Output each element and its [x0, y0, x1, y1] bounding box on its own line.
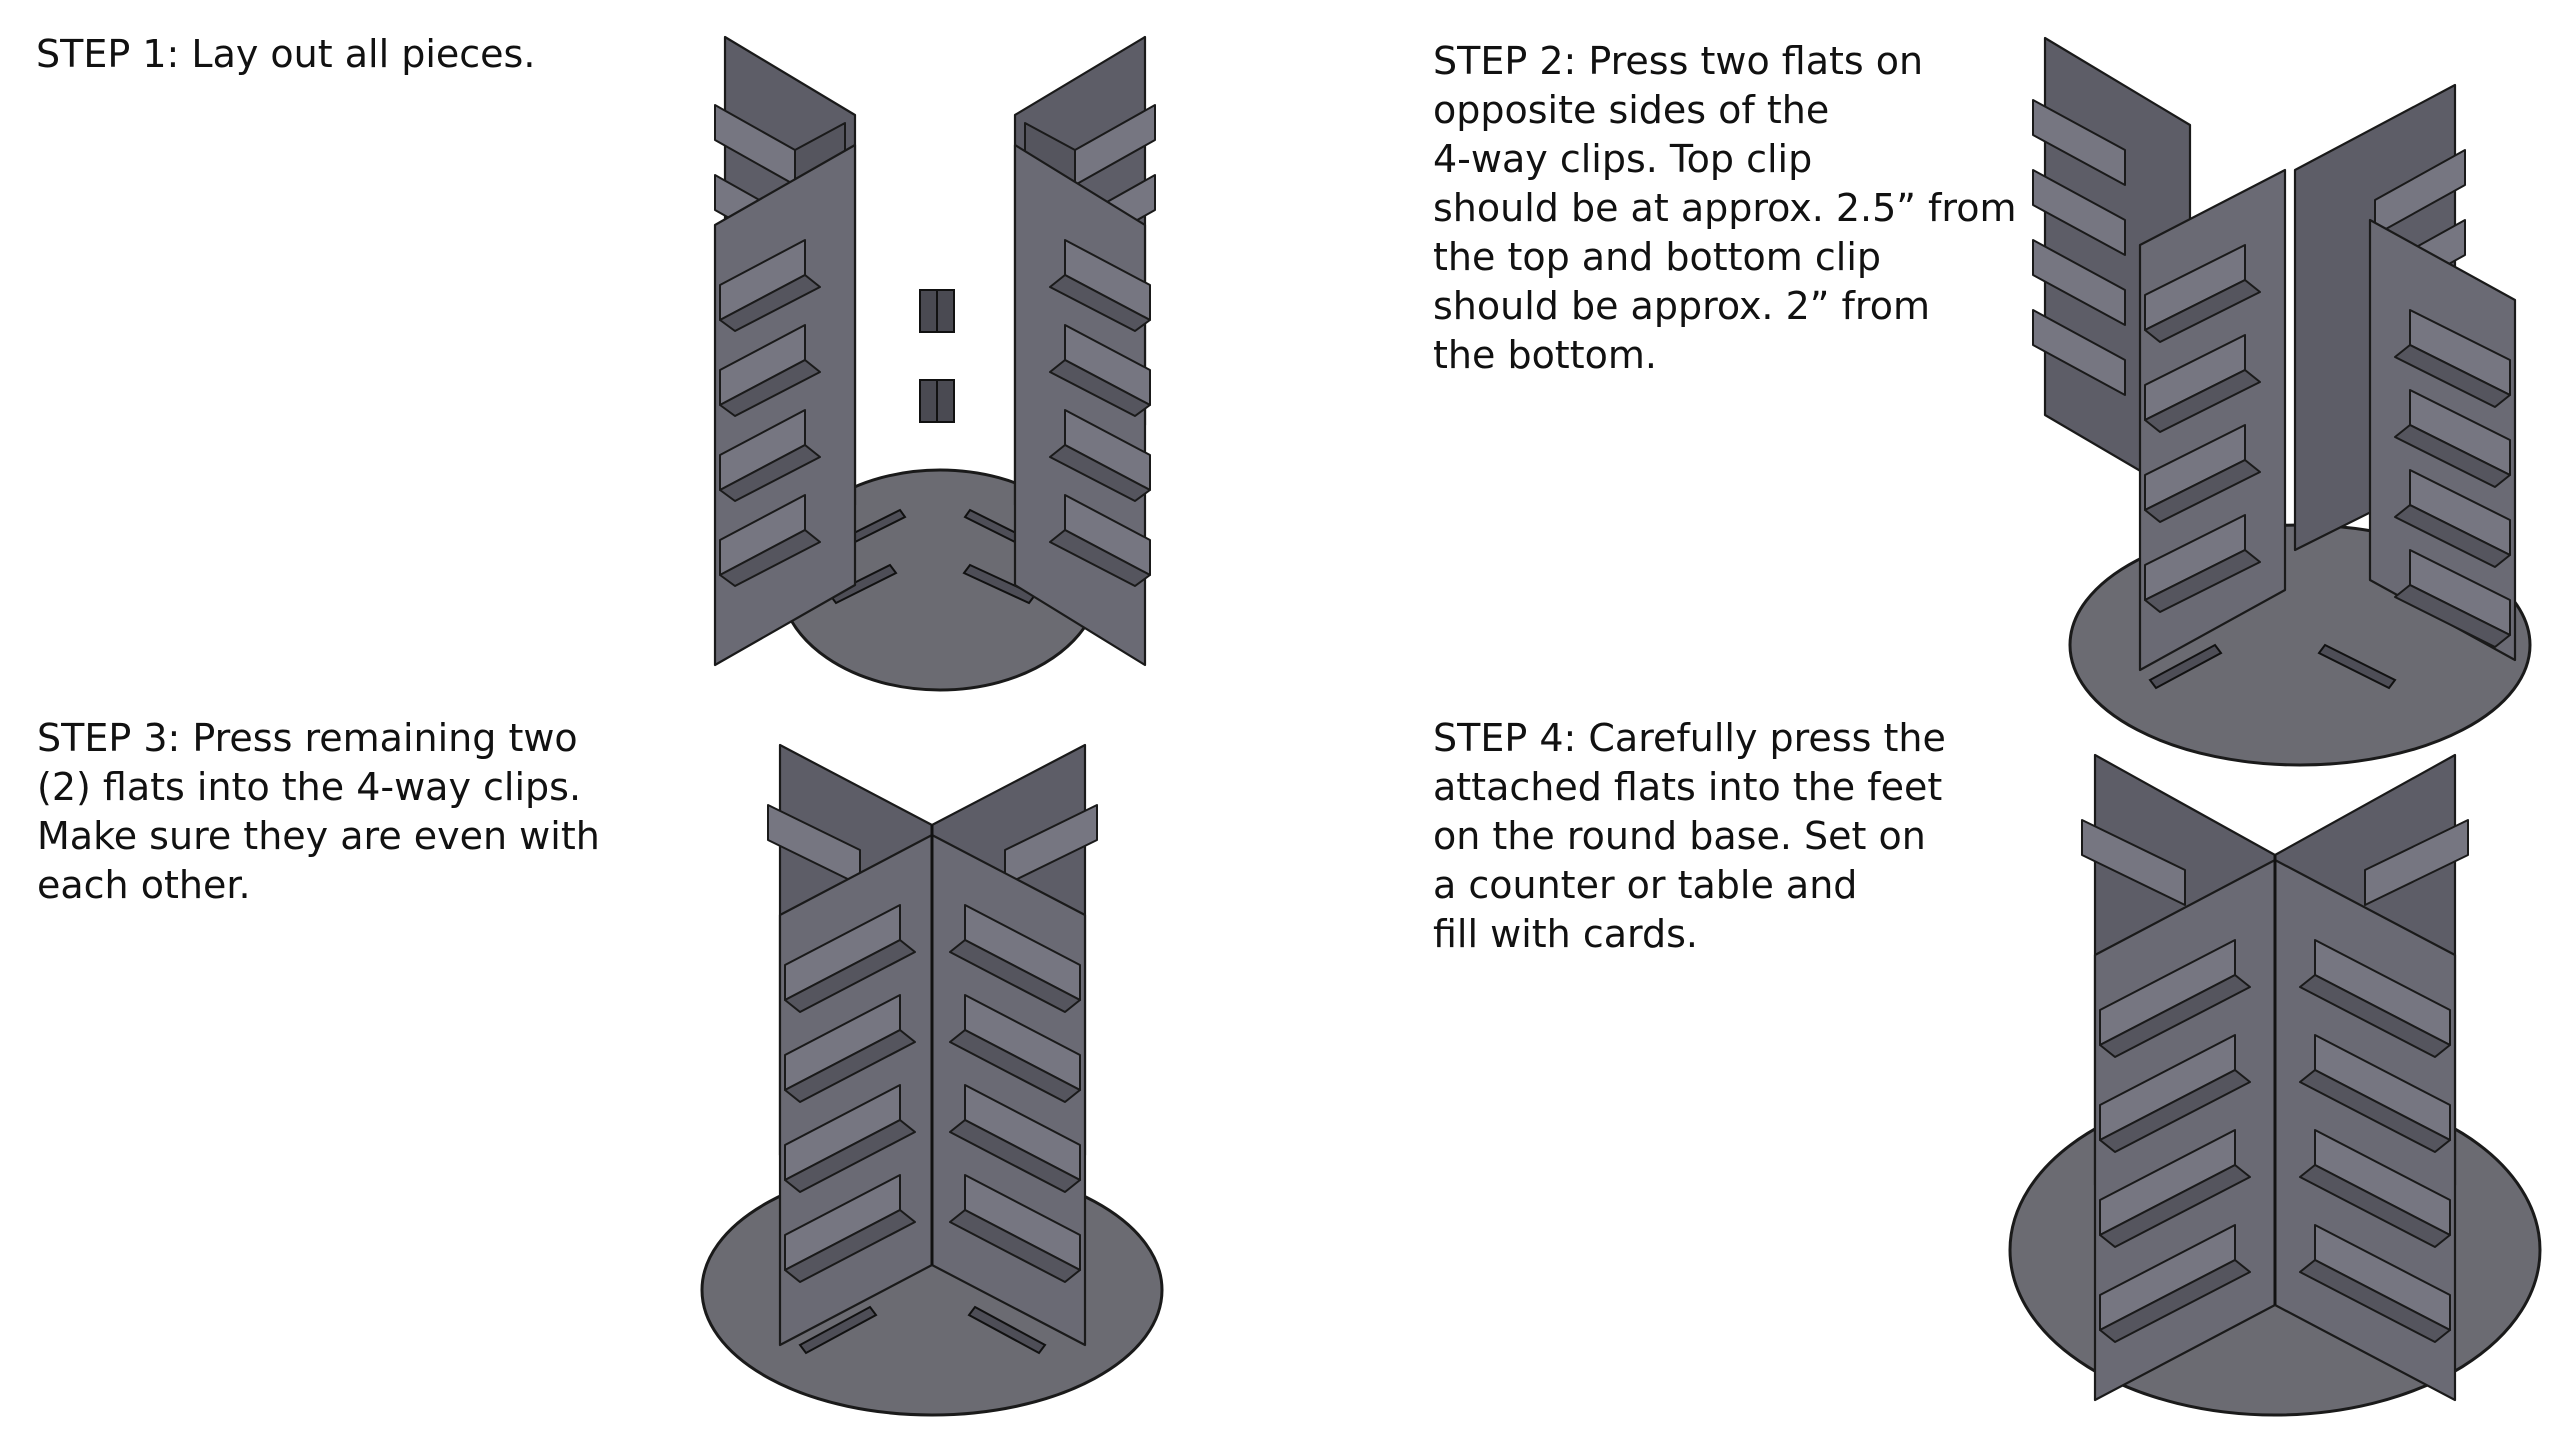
step-1-instruction: STEP 1: Lay out all pieces. [36, 32, 536, 76]
base-foot [2148, 643, 2397, 690]
step-4-illustration [2008, 753, 2542, 1417]
step-3-illustration [700, 743, 1164, 1417]
step-1-illustration [713, 35, 1156, 692]
flat-panel [2093, 858, 2277, 1402]
flat-panel [778, 833, 934, 1347]
four-way-clip [919, 379, 955, 423]
flat-panel [713, 143, 857, 667]
flat-panel [2273, 858, 2457, 1402]
step-3-instruction: STEP 3: Press remaining two (2) flats in… [37, 716, 600, 907]
step-2-illustration [2032, 36, 2532, 767]
base-foot [828, 508, 1037, 605]
step-2-instruction: STEP 2: Press two flats on opposite side… [1433, 39, 2017, 377]
flat-panel [2368, 218, 2517, 662]
step-4-instruction: STEP 4: Carefully press the attached fla… [1433, 716, 1946, 956]
base-foot [798, 1305, 1047, 1355]
four-way-clip [919, 289, 955, 333]
flat-panel [2138, 168, 2287, 672]
flat-panel [1013, 143, 1151, 667]
flat-panel [930, 833, 1087, 1347]
